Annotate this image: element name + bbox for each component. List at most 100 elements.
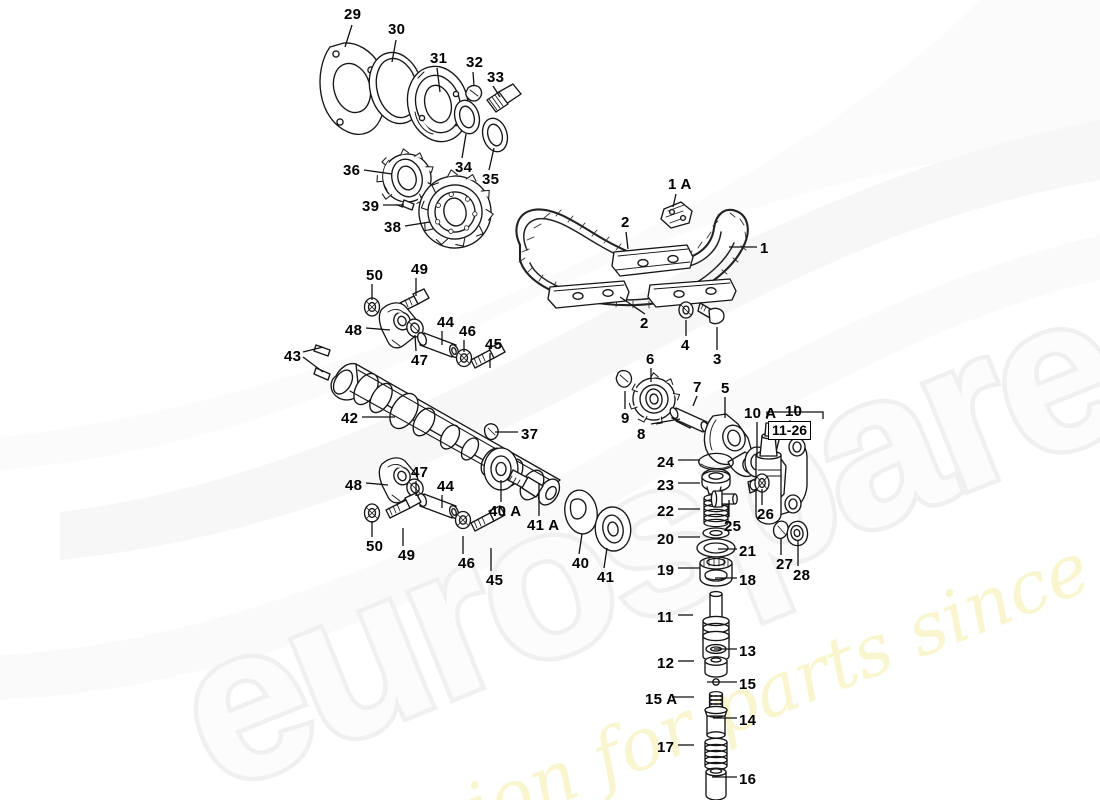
part-45-bolt-lower	[470, 505, 506, 532]
leader-c47a	[414, 334, 417, 352]
part-9-woodruff-key	[615, 369, 633, 388]
leader-c43	[302, 346, 324, 353]
part-4-lock-washer	[678, 301, 694, 319]
part-2-chain-guide-rail-right	[647, 278, 737, 308]
part-44-rocker-shaft-lower	[416, 493, 460, 519]
part-11-tensioner-plunger	[702, 590, 730, 662]
callout-11: 11	[657, 609, 674, 626]
range-bracket	[766, 405, 824, 419]
leader-c1A	[672, 193, 677, 208]
callout-32: 32	[466, 54, 484, 71]
part-47-bush-upper	[406, 318, 424, 338]
part-17-main-spring	[704, 737, 728, 771]
part-15A-small-spring	[708, 691, 724, 709]
callout-1a: 1 A	[668, 176, 692, 193]
callout-range-11-26: 11-26	[768, 421, 812, 441]
leader-c40	[578, 533, 583, 555]
leader-c38	[404, 221, 431, 227]
callout-47: 47	[411, 352, 429, 369]
callout-28: 28	[793, 567, 811, 584]
callout-39: 39	[362, 198, 380, 215]
callout-18: 18	[739, 572, 757, 589]
part-16-end-cap	[705, 767, 727, 800]
callout-37: 37	[521, 426, 539, 443]
part-46-lock-washer-lower	[454, 510, 472, 530]
leader-c48a	[365, 327, 391, 331]
callout-41a: 41 A	[527, 517, 560, 534]
callout-10: 10	[785, 403, 803, 420]
part-46-lock-washer-upper	[455, 348, 473, 368]
leader-c2t	[625, 231, 629, 250]
leader-c43	[302, 356, 324, 373]
part-43-dowel-pins	[313, 344, 331, 381]
callout-49: 49	[398, 547, 416, 564]
callout-49: 49	[411, 261, 429, 278]
callout-27: 27	[776, 556, 794, 573]
callout-44: 44	[437, 314, 455, 331]
part-35-washer	[481, 117, 509, 153]
part-3-pivot-bolt	[697, 302, 725, 325]
callout-40: 40	[572, 555, 590, 572]
part-39-dowel-pin	[401, 199, 415, 211]
callout-45: 45	[485, 336, 503, 353]
leader-c35	[488, 147, 495, 171]
callout-26: 26	[757, 506, 775, 523]
callout-33: 33	[487, 69, 505, 86]
leader-c36	[363, 169, 393, 175]
callout-19: 19	[657, 562, 675, 579]
callout-20: 20	[657, 531, 675, 548]
callout-13: 13	[739, 643, 757, 660]
part-2-chain-guide-rail-upper	[611, 244, 694, 277]
part-19-piston-head	[699, 556, 733, 587]
callout-23: 23	[657, 477, 675, 494]
callout-16: 16	[739, 771, 757, 788]
callout-10a: 10 A	[744, 405, 777, 422]
part-33-bolt	[486, 83, 522, 113]
part-44-rocker-shaft-upper	[416, 332, 460, 358]
callout-41: 41	[597, 569, 615, 586]
callout-3: 3	[713, 351, 722, 368]
part-21-seal-ring	[696, 538, 736, 558]
callout-40a: 40 A	[489, 503, 522, 520]
callout-46: 46	[458, 555, 476, 572]
leader-c33	[492, 85, 501, 98]
leader-c29	[344, 24, 353, 48]
part-36-sprocket	[376, 148, 435, 208]
part-25-bolt	[710, 490, 738, 508]
part-50-lock-nut-upper	[363, 297, 381, 317]
leader-lines	[302, 24, 824, 778]
callout-7: 7	[693, 379, 702, 396]
callout-30: 30	[388, 21, 406, 38]
part-40-seal-cap	[564, 489, 598, 535]
part-41A-bolt	[507, 469, 544, 498]
callout-8: 8	[637, 426, 646, 443]
callout-2: 2	[621, 214, 630, 231]
callout-48: 48	[345, 477, 363, 494]
part-50-lock-nut-lower	[363, 503, 381, 523]
callout-46: 46	[459, 323, 477, 340]
callout-15a: 15 A	[645, 691, 678, 708]
callout-24: 24	[657, 454, 675, 471]
part-48-rocker-arm-upper	[378, 302, 419, 349]
callout-5: 5	[721, 380, 730, 397]
callout-22: 22	[657, 503, 675, 520]
callout-15: 15	[739, 676, 757, 693]
part-47-bush-lower	[406, 478, 424, 498]
callout-45: 45	[486, 572, 504, 589]
leader-c41	[603, 547, 608, 569]
callout-9: 9	[621, 410, 630, 427]
leader-c32	[472, 71, 475, 87]
callout-35: 35	[482, 171, 500, 188]
part-34-washer	[453, 99, 481, 135]
part-31-seal-carrier	[406, 65, 470, 143]
part-6-intermediate-sprocket	[628, 372, 681, 425]
callout-21: 21	[739, 543, 757, 560]
callout-47: 47	[411, 464, 429, 481]
callout-38: 38	[384, 219, 402, 236]
part-2-chain-guide-rail-left	[547, 280, 630, 309]
leader-c8	[650, 418, 681, 425]
callout-44: 44	[437, 478, 455, 495]
parts-artwork	[313, 42, 809, 800]
